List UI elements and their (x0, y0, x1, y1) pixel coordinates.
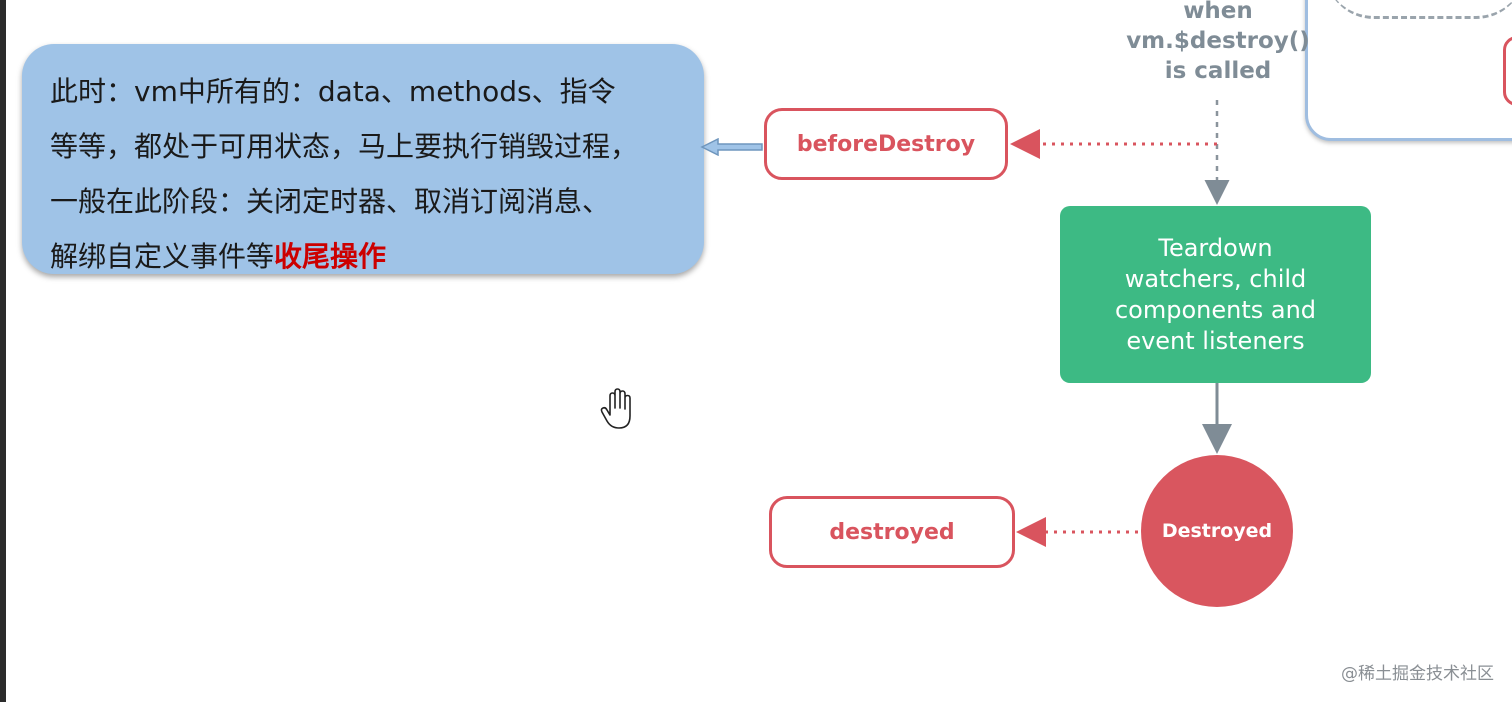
teardown-line: components and (1114, 295, 1317, 324)
teardown-line: watchers, child (1124, 264, 1307, 293)
annotation-note: 此时：vm中所有的：data、methods、指令 等等，都处于可用状态，马上要… (22, 44, 704, 274)
trigger-line: vm.$destroy() (1126, 28, 1310, 54)
trigger-line: is called (1164, 58, 1272, 84)
note-line: 此时：vm中所有的：data、methods、指令 (50, 75, 616, 108)
mounted-box-partial (1305, 0, 1512, 141)
update-loop-dashed-curve (1325, 0, 1512, 19)
watermark: @稀土掘金技术社区 (1341, 664, 1494, 684)
trigger-line: when (1183, 0, 1253, 24)
teardown-step: Teardown watchers, child components and … (1060, 206, 1371, 383)
note-last-text: 解绑自定义事件等 (50, 240, 275, 273)
teardown-line: Teardown (1158, 233, 1273, 262)
destroyed-state-node: Destroyed (1141, 455, 1293, 607)
window-left-edge (0, 0, 6, 702)
beforeDestroy-hook: beforeDestroy (764, 108, 1008, 180)
note-line-last: 解绑自定义事件等收尾操作 (50, 229, 688, 284)
note-highlight: 收尾操作 (274, 240, 387, 273)
hand-cursor-icon (600, 388, 631, 429)
note-line: 一般在此阶段：关闭定时器、取消订阅消息、 (50, 185, 611, 218)
note-line: 等等，都处于可用状态，马上要执行销毁过程， (50, 130, 639, 163)
destroyed-hook: destroyed (769, 496, 1015, 568)
teardown-line: event listeners (1126, 326, 1305, 355)
arrow-left-icon (700, 138, 763, 156)
destroy-trigger-label: when vm.$destroy() is called (1118, 0, 1318, 86)
